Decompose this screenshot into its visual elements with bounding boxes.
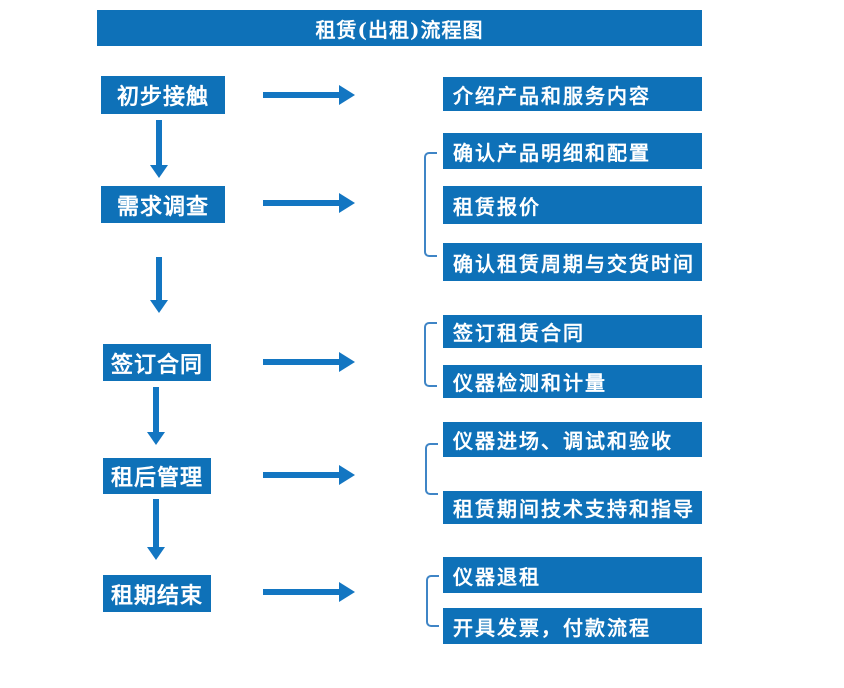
arrow-head [339,85,355,105]
arrow-down-icon [147,387,165,445]
detail-label: 仪器检测和计量 [453,371,607,395]
detail-box: 确认产品明细和配置 [443,133,702,169]
detail-label: 确认产品明细和配置 [453,140,651,165]
bracket-icon [424,322,437,387]
step-box-post-rental-management: 租后管理 [103,458,211,494]
arrow-head [339,582,355,602]
arrow-right-icon [263,352,355,372]
arrow-shaft [153,499,159,550]
detail-box: 确认租赁周期与交货时间 [443,243,702,281]
step-box-rental-end: 租期结束 [103,575,211,612]
arrow-shaft [156,257,162,303]
step-label: 需求调查 [116,193,209,220]
bracket-icon [426,575,439,627]
arrow-right-icon [263,85,355,105]
detail-box: 仪器退租 [443,557,702,593]
detail-box: 租赁期间技术支持和指导 [443,491,702,524]
step-label: 租期结束 [110,582,203,609]
step-box-initial-contact: 初步接触 [101,76,225,114]
detail-box: 签订租赁合同 [443,315,702,348]
step-label: 签订合同 [110,351,203,378]
arrow-head [147,432,165,445]
step-label: 初步接触 [116,84,209,110]
arrow-head [339,352,355,372]
arrow-right-icon [263,193,355,213]
detail-box: 仪器检测和计量 [443,365,702,398]
detail-box: 仪器进场、调试和验收 [443,422,702,457]
detail-label: 介绍产品和服务内容 [453,83,651,108]
diagram-title-bar: 租赁(出租)流程图 [97,10,702,46]
arrow-shaft [263,92,341,98]
arrow-down-icon [150,120,168,178]
arrow-shaft [263,472,341,478]
step-label: 租后管理 [110,465,203,491]
bracket-icon [425,443,438,495]
arrow-head [150,165,168,178]
arrow-shaft [263,589,341,595]
step-box-demand-survey: 需求调查 [101,186,225,223]
detail-label: 确认租赁周期与交货时间 [453,251,695,276]
detail-label: 租赁期间技术支持和指导 [453,497,695,521]
arrow-head [150,300,168,313]
detail-label: 开具发票，付款流程 [453,615,651,640]
detail-label: 仪器进场、调试和验收 [453,429,673,453]
arrow-right-icon [263,582,355,602]
diagram-title: 租赁(出租)流程图 [315,17,484,42]
detail-box: 开具发票，付款流程 [443,608,702,644]
arrow-down-icon [147,499,165,560]
arrow-shaft [263,200,341,206]
detail-box: 介绍产品和服务内容 [443,77,702,111]
arrow-right-icon [263,465,355,485]
detail-box: 租赁报价 [443,186,702,224]
step-box-sign-contract: 签订合同 [103,344,211,381]
arrow-head [339,193,355,213]
bracket-icon [424,152,437,257]
arrow-head [339,465,355,485]
detail-label: 签订租赁合同 [453,321,585,345]
arrow-head [147,547,165,560]
arrow-down-icon [150,257,168,313]
detail-label: 租赁报价 [453,194,541,219]
arrow-shaft [156,120,162,168]
detail-label: 仪器退租 [453,564,541,589]
arrow-shaft [263,359,341,365]
arrow-shaft [153,387,159,435]
